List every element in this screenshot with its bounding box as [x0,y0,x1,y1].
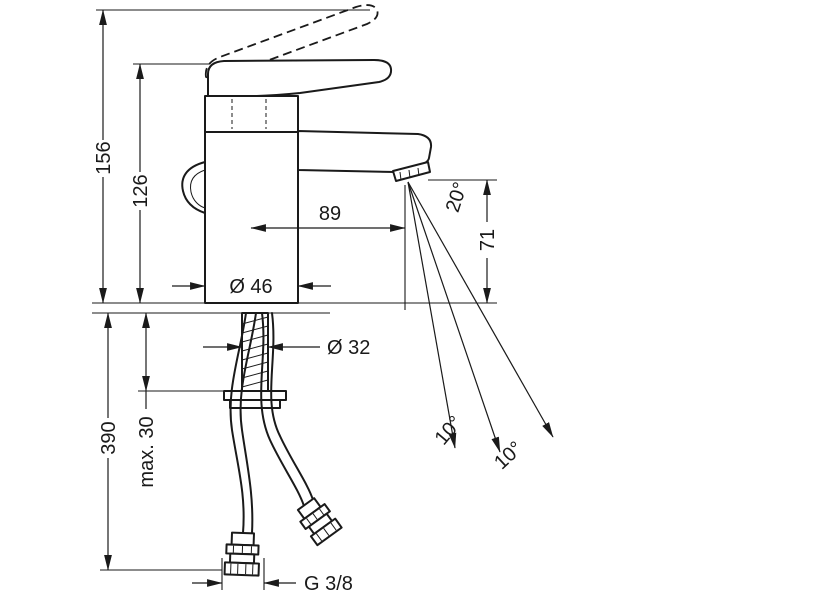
mounting-nut [223,390,287,409]
dimension-390: 390 [98,312,222,571]
dimension-max30: max. 30 [136,312,224,488]
pull-rod-loop [181,161,206,214]
spray-angle-lines [404,181,554,453]
faucet-body [204,131,299,304]
aerator [392,161,431,182]
lever-handle [207,59,393,98]
dimension-dia46: Ø 46 [172,276,331,298]
lever-raised-dashed [204,4,379,80]
countertop-line [92,302,497,314]
dim-label-g38: G 3/8 [304,573,353,595]
dimension-126: 126 [130,63,210,304]
dimension-dia32: Ø 32 [203,334,370,359]
dim-label-71: 71 [477,229,499,251]
mixer-cartridge-housing [204,95,299,133]
dim-label-89: 89 [319,203,341,225]
dimension-g38: G 3/8 [192,558,353,595]
dim-label-dia32: Ø 32 [327,337,370,359]
angle-label-20: 20° [442,180,472,216]
dim-label-126: 126 [130,174,152,207]
angle-label-10-left: 10° [431,412,467,449]
dim-label-dia46: Ø 46 [229,276,272,298]
hose-connector-bottom [223,531,260,577]
dim-label-156: 156 [93,141,115,174]
hose-connector-angled [296,497,343,547]
dim-label-390: 390 [98,421,120,454]
dim-label-max30: max. 30 [136,416,158,487]
dimension-89: 89 [250,203,406,232]
dimension-71: 71 [428,179,499,304]
dimension-156: 156 [93,9,370,304]
angle-label-10-right: 10° [490,437,527,474]
